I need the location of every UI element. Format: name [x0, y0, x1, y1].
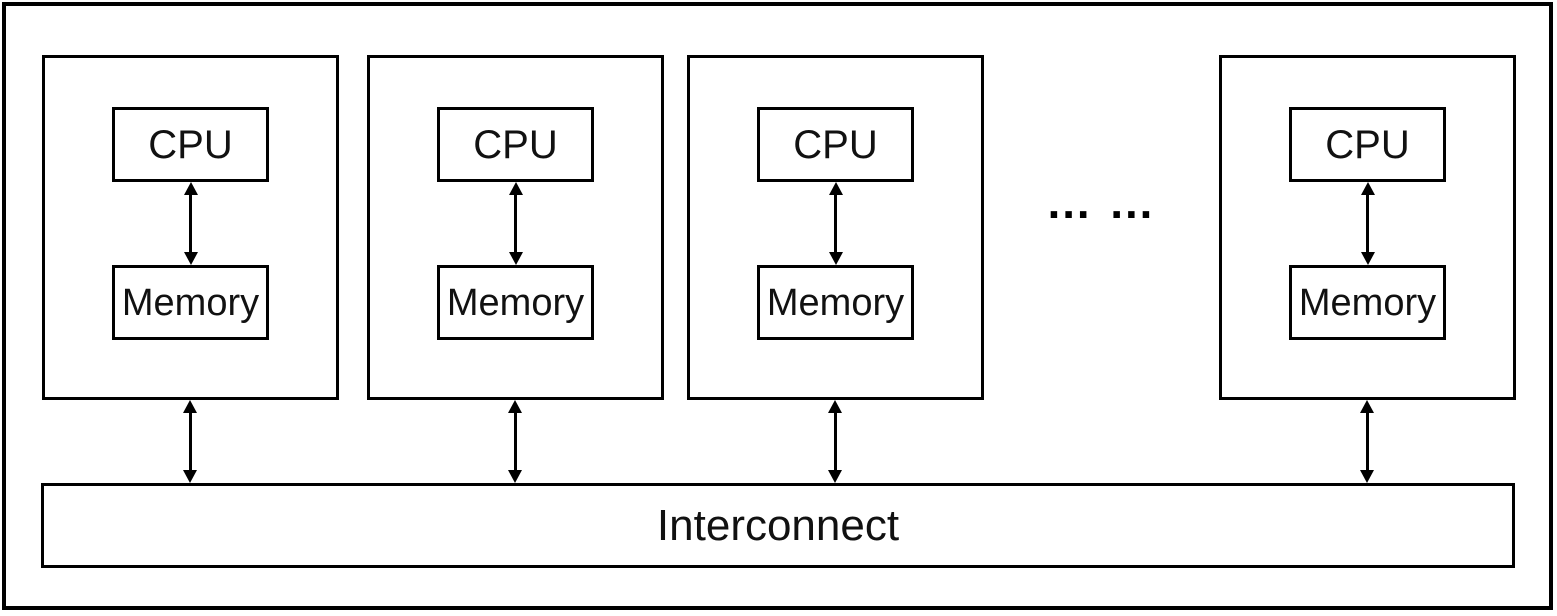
node-2-cpu-memory-arrow-icon: [508, 182, 523, 265]
node-1-cpu-box: CPU: [112, 107, 269, 182]
node-1: CPU Memory: [42, 55, 339, 400]
node-2: CPU Memory: [367, 55, 664, 400]
node-3-cpu-box: CPU: [757, 107, 914, 182]
node-4-cpu-label: CPU: [1325, 122, 1410, 167]
arrow-shaft: [1365, 407, 1369, 476]
node-4-cpu-box: CPU: [1289, 107, 1446, 182]
node-1-memory-box: Memory: [112, 265, 269, 340]
arrow-shaft: [834, 189, 837, 258]
arrow-shaft: [1366, 189, 1369, 258]
node-2-cpu-box: CPU: [437, 107, 594, 182]
node-4-memory-box: Memory: [1289, 265, 1446, 340]
node-1-cpu-memory-arrow-icon: [183, 182, 198, 265]
arrow-shaft: [833, 407, 837, 476]
node-2-memory-label: Memory: [446, 281, 585, 324]
node-3-memory-label: Memory: [766, 281, 905, 324]
node-4: CPU Memory: [1219, 55, 1516, 400]
arrow-shaft: [513, 407, 517, 476]
node-3-cpu-memory-arrow-icon: [828, 182, 843, 265]
more-nodes-ellipsis: … …: [1045, 176, 1157, 228]
node-3-memory-box: Memory: [757, 265, 914, 340]
node-3: CPU Memory: [687, 55, 984, 400]
interconnect-box: Interconnect: [41, 483, 1515, 568]
node-3-cpu-label: CPU: [793, 122, 878, 167]
interconnect-label: Interconnect: [656, 500, 900, 550]
node-1-interconnect-arrow-icon: [183, 400, 197, 483]
node-2-memory-box: Memory: [437, 265, 594, 340]
arrow-shaft: [188, 407, 192, 476]
arrow-shaft: [189, 189, 192, 258]
node-4-cpu-memory-arrow-icon: [1360, 182, 1375, 265]
node-2-interconnect-arrow-icon: [508, 400, 522, 483]
node-1-memory-label: Memory: [121, 281, 260, 324]
node-4-memory-label: Memory: [1298, 281, 1437, 324]
arrow-shaft: [514, 189, 517, 258]
node-2-cpu-label: CPU: [473, 122, 558, 167]
node-1-cpu-label: CPU: [148, 122, 233, 167]
node-4-interconnect-arrow-icon: [1360, 400, 1374, 483]
node-3-interconnect-arrow-icon: [828, 400, 842, 483]
